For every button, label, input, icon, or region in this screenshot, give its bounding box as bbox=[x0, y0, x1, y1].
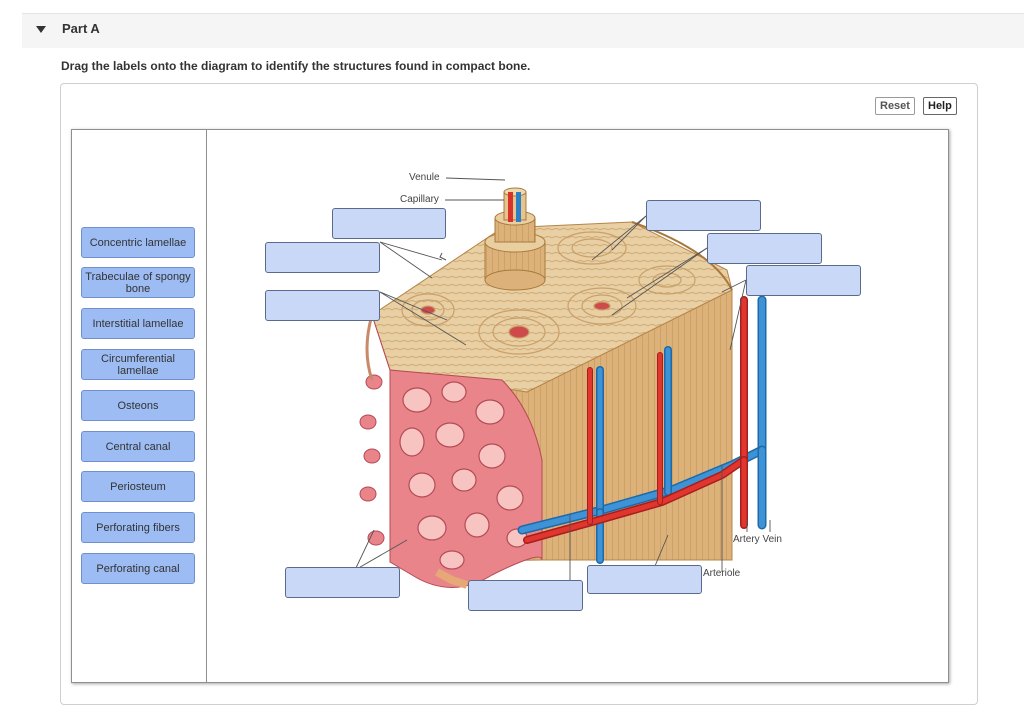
label-tile[interactable]: Interstitial lamellae bbox=[81, 308, 195, 339]
compact-bone-illustration bbox=[354, 177, 771, 589]
drop-target-5[interactable] bbox=[707, 233, 822, 264]
label-tile[interactable]: Central canal bbox=[81, 431, 195, 462]
collapse-caret-icon[interactable] bbox=[36, 26, 46, 33]
leader-lines bbox=[354, 177, 771, 582]
figure-label-capillary: Capillary bbox=[400, 194, 439, 205]
reset-button[interactable]: Reset bbox=[875, 97, 915, 115]
drag-drop-workarea: Concentric lamellae Trabeculae of spongy… bbox=[71, 129, 949, 683]
drop-target-1[interactable] bbox=[332, 208, 446, 239]
drop-target-7[interactable] bbox=[285, 567, 400, 598]
label-tile[interactable]: Concentric lamellae bbox=[81, 227, 195, 258]
label-tile[interactable]: Osteons bbox=[81, 390, 195, 421]
label-tile[interactable]: Periosteum bbox=[81, 471, 195, 502]
raised-osteon bbox=[484, 187, 546, 291]
spongy-holes bbox=[399, 381, 528, 570]
drop-target-2[interactable] bbox=[265, 242, 380, 273]
figure-label-arteriole: Arteriole bbox=[703, 568, 741, 579]
drop-target-4[interactable] bbox=[646, 200, 761, 231]
vessel-perforating bbox=[435, 568, 469, 589]
label-tile[interactable]: Perforating fibers bbox=[81, 512, 195, 543]
label-tile[interactable]: Circumferential lamellae bbox=[81, 349, 195, 380]
drop-target-6[interactable] bbox=[746, 265, 861, 296]
osteon-rings bbox=[401, 231, 696, 355]
help-button[interactable]: Help bbox=[923, 97, 957, 115]
label-tile[interactable]: Trabeculae of spongy bone bbox=[81, 267, 195, 298]
blood-vessels bbox=[517, 295, 767, 564]
spongy-bone bbox=[371, 314, 543, 588]
part-title: Part A bbox=[62, 21, 100, 36]
label-tile[interactable]: Perforating canal bbox=[81, 553, 195, 584]
drop-target-9[interactable] bbox=[587, 565, 702, 594]
part-header[interactable]: Part A bbox=[22, 13, 1024, 48]
drop-target-3[interactable] bbox=[265, 290, 380, 321]
figure-label-artery-vein: Artery Vein bbox=[733, 534, 782, 545]
figure-label-venule: Venule bbox=[409, 172, 440, 183]
label-bank: Concentric lamellae Trabeculae of spongy… bbox=[72, 130, 207, 682]
drop-target-8[interactable] bbox=[468, 580, 583, 611]
question-instructions: Drag the labels onto the diagram to iden… bbox=[61, 59, 531, 73]
